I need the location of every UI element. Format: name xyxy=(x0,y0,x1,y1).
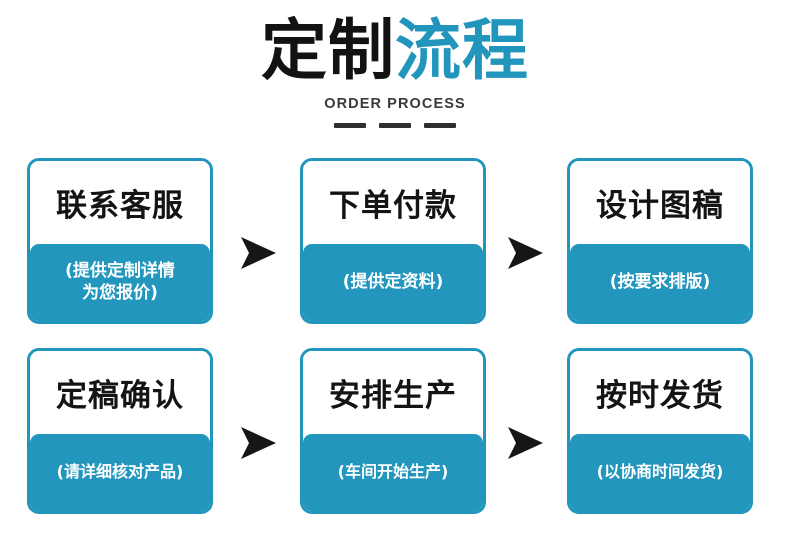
step-5-detail: (车间开始生产) xyxy=(303,434,483,511)
arrow-right-icon xyxy=(505,235,545,271)
step-1[interactable]: 联系客服 (提供定制详情 为您报价) xyxy=(27,158,213,324)
flow-diagram: 联系客服 (提供定制详情 为您报价) 下单付款 (提供 xyxy=(0,155,790,535)
step-1-title: 联系客服 xyxy=(30,161,210,244)
page-title-blue: 流程 xyxy=(395,12,529,89)
divider-dashes xyxy=(0,112,790,128)
step-5[interactable]: 安排生产 (车间开始生产) xyxy=(300,348,486,514)
flow-row-2: 定稿确认 (请详细核对产品) 安排生产 (车间开始生产) xyxy=(0,345,790,535)
step-2[interactable]: 下单付款 (提供定资料) xyxy=(300,158,486,324)
step-4[interactable]: 定稿确认 (请详细核对产品) xyxy=(27,348,213,514)
header: 定制流程 ORDER PROCESS xyxy=(0,0,790,128)
arrow-right-icon xyxy=(505,425,545,461)
step-1-detail-line-1: (提供定制详情 xyxy=(65,260,175,281)
dash-1 xyxy=(334,123,366,128)
step-4-detail: (请详细核对产品) xyxy=(30,434,210,511)
step-3[interactable]: 设计图稿 (按要求排版) xyxy=(567,158,753,324)
page-subtitle: ORDER PROCESS xyxy=(324,96,466,112)
arrow-right-icon xyxy=(238,235,278,271)
step-2-detail: (提供定资料) xyxy=(303,244,483,321)
step-6-title: 按时发货 xyxy=(570,351,750,434)
step-1-detail-line-2: 为您报价) xyxy=(82,282,158,303)
step-3-title: 设计图稿 xyxy=(570,161,750,244)
step-6-detail: (以协商时间发货) xyxy=(570,434,750,511)
page-title: 定制流程 xyxy=(0,0,790,84)
step-1-detail: (提供定制详情 为您报价) xyxy=(30,244,210,321)
step-3-detail: (按要求排版) xyxy=(570,244,750,321)
flow-row-1: 联系客服 (提供定制详情 为您报价) 下单付款 (提供 xyxy=(0,155,790,345)
dash-2 xyxy=(379,123,411,128)
step-5-title: 安排生产 xyxy=(303,351,483,434)
step-6[interactable]: 按时发货 (以协商时间发货) xyxy=(567,348,753,514)
dash-3 xyxy=(424,123,456,128)
step-2-title: 下单付款 xyxy=(303,161,483,244)
step-4-title: 定稿确认 xyxy=(30,351,210,434)
page-title-dark: 定制 xyxy=(261,12,395,89)
arrow-right-icon xyxy=(238,425,278,461)
